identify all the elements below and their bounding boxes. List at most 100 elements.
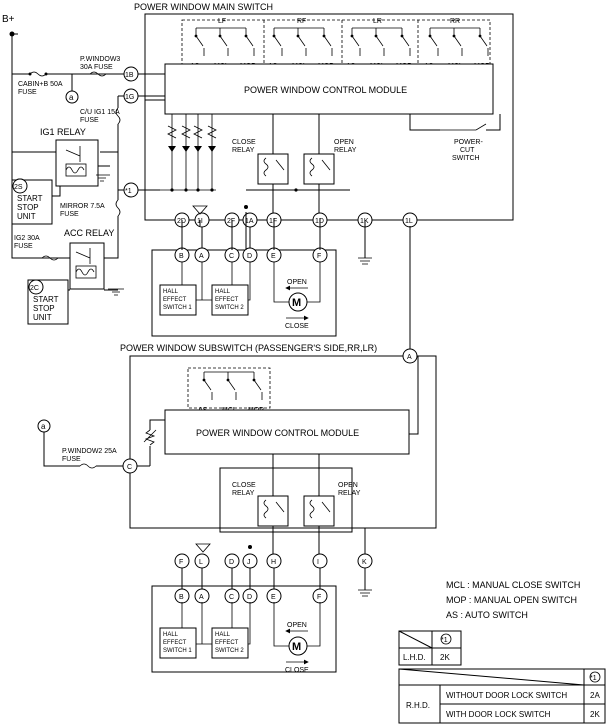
- svg-text:B: B: [179, 594, 184, 601]
- svg-text:*1: *1: [125, 188, 132, 195]
- main-pin-D: D: [242, 247, 258, 263]
- sub-pin-C: C: [224, 588, 240, 604]
- svg-text:C: C: [229, 253, 234, 260]
- svg-text:1A: 1A: [245, 218, 254, 225]
- power-cut-switch: [440, 123, 487, 131]
- svg-text:CLOSE: CLOSE: [285, 667, 309, 674]
- svg-text:H: H: [271, 559, 276, 566]
- sub-terminal-L: L: [194, 553, 210, 569]
- svg-text:a: a: [69, 93, 74, 102]
- svg-text:1B: 1B: [125, 72, 134, 79]
- ig1-relay-box: [55, 139, 99, 187]
- svg-text:WITHOUT DOOR LOCK SWITCH: WITHOUT DOOR LOCK SWITCH: [446, 691, 567, 700]
- svg-text:*1: *1: [590, 675, 597, 682]
- svg-text:a: a: [41, 422, 46, 431]
- svg-text:L: L: [199, 559, 203, 566]
- svg-text:RELAY: RELAY: [338, 490, 361, 497]
- sub-terminal-A: [402, 348, 418, 364]
- connector-a-top: [65, 90, 79, 104]
- svg-text:A: A: [199, 253, 204, 260]
- svg-text:F: F: [179, 559, 183, 566]
- sub-hall-switch-2: [211, 627, 249, 659]
- main-open-relay-label: OPEN: [334, 139, 354, 146]
- sub-pin-F: F: [312, 588, 328, 604]
- main-close-relay-label: CLOSE: [232, 139, 256, 146]
- svg-text:STOP: STOP: [33, 304, 55, 313]
- cabin-fuse-label: CABIN+B 50A: [18, 81, 63, 88]
- svg-text:RELAY: RELAY: [232, 490, 255, 497]
- sub-terminal-F: F: [174, 553, 190, 569]
- power-cut-label: POWER-: [454, 139, 483, 146]
- svg-text:R.H.D.: R.H.D.: [406, 701, 430, 710]
- svg-text:HALL: HALL: [215, 632, 231, 638]
- sub-hall-switch-1: [159, 627, 197, 659]
- svg-text:2F: 2F: [227, 218, 235, 225]
- svg-text:SWITCH 1: SWITCH 1: [163, 648, 192, 654]
- svg-text:LR: LR: [373, 18, 382, 25]
- svg-text:2K: 2K: [590, 710, 600, 719]
- svg-text:EFFECT: EFFECT: [163, 640, 187, 646]
- svg-text:C: C: [127, 464, 132, 471]
- sub-terminal-H: H: [266, 553, 282, 569]
- sub-mop-switch: MOP: [248, 372, 264, 414]
- main-switch-box: [144, 13, 514, 221]
- cu-fuse-symbol: [115, 107, 121, 125]
- svg-text:FUSE: FUSE: [18, 89, 37, 96]
- svg-text:OPEN: OPEN: [287, 279, 307, 286]
- ground-ig1: [96, 174, 110, 182]
- pwindow2-fuse-label: P.WINDOW2 25A: [62, 448, 117, 455]
- svg-text:RELAY: RELAY: [334, 147, 357, 154]
- svg-text:1G: 1G: [125, 94, 134, 101]
- svg-text:OPEN: OPEN: [287, 622, 307, 629]
- svg-text:L.H.D.: L.H.D.: [403, 653, 426, 662]
- svg-text:1L: 1L: [405, 218, 413, 225]
- svg-text:RR: RR: [450, 18, 460, 25]
- sub-motor-harness: [151, 585, 337, 673]
- svg-text:2A: 2A: [590, 691, 600, 700]
- bplus-label: B+: [2, 14, 15, 25]
- svg-text:EFFECT: EFFECT: [215, 640, 239, 646]
- ig2-fuse-symbol: [41, 255, 59, 261]
- svg-text:RF: RF: [297, 18, 306, 25]
- svg-text:I: I: [317, 559, 319, 566]
- cu-fuse-label: C/U IG1 15A: [80, 109, 120, 116]
- main-pin-B: B: [174, 247, 190, 263]
- sub-switch-contacts: ASMCLMOP: [198, 371, 264, 414]
- svg-text:HALL: HALL: [215, 289, 231, 295]
- main-pin-F: F: [312, 247, 328, 263]
- svg-text:RELAY: RELAY: [232, 147, 255, 154]
- legend-mcl: MCL : MANUAL CLOSE SWITCH: [446, 580, 580, 590]
- svg-text:HALL: HALL: [163, 289, 179, 295]
- sub-pin-B: B: [174, 588, 190, 604]
- svg-text:FUSE: FUSE: [60, 211, 79, 218]
- svg-text:F: F: [317, 594, 321, 601]
- main-terminal-1I: 1I: [194, 212, 210, 228]
- pwindow2-fuse-symbol: [79, 463, 97, 469]
- mirror-fuse-label: MIRROR 7.5A: [60, 203, 105, 210]
- ground-arrow-1I: [192, 205, 208, 215]
- sub-pin-E: E: [266, 588, 282, 604]
- legend-mop: MOP : MANUAL OPEN SWITCH: [446, 595, 577, 605]
- legend-as: AS : AUTO SWITCH: [446, 610, 528, 620]
- svg-text:UNIT: UNIT: [33, 313, 52, 322]
- svg-text:1K: 1K: [360, 218, 369, 225]
- svg-text:D: D: [247, 253, 252, 260]
- svg-text:UNIT: UNIT: [17, 212, 36, 221]
- svg-text:F: F: [317, 253, 321, 260]
- svg-text:E: E: [271, 594, 276, 601]
- svg-text:START: START: [17, 194, 43, 203]
- svg-text:1D: 1D: [315, 218, 324, 225]
- svg-text:1F: 1F: [269, 218, 277, 225]
- sub-terminal-J: J: [242, 553, 258, 569]
- svg-text:D: D: [229, 559, 234, 566]
- supply-bus: [11, 34, 70, 259]
- svg-text:*1: *1: [441, 637, 448, 644]
- svg-text:C: C: [229, 594, 234, 601]
- sub-pwcm-box: [164, 409, 410, 455]
- main-terminal-1A: 1A: [242, 212, 258, 228]
- sub-pin-D: D: [242, 588, 258, 604]
- main-motor-harness: [151, 249, 337, 337]
